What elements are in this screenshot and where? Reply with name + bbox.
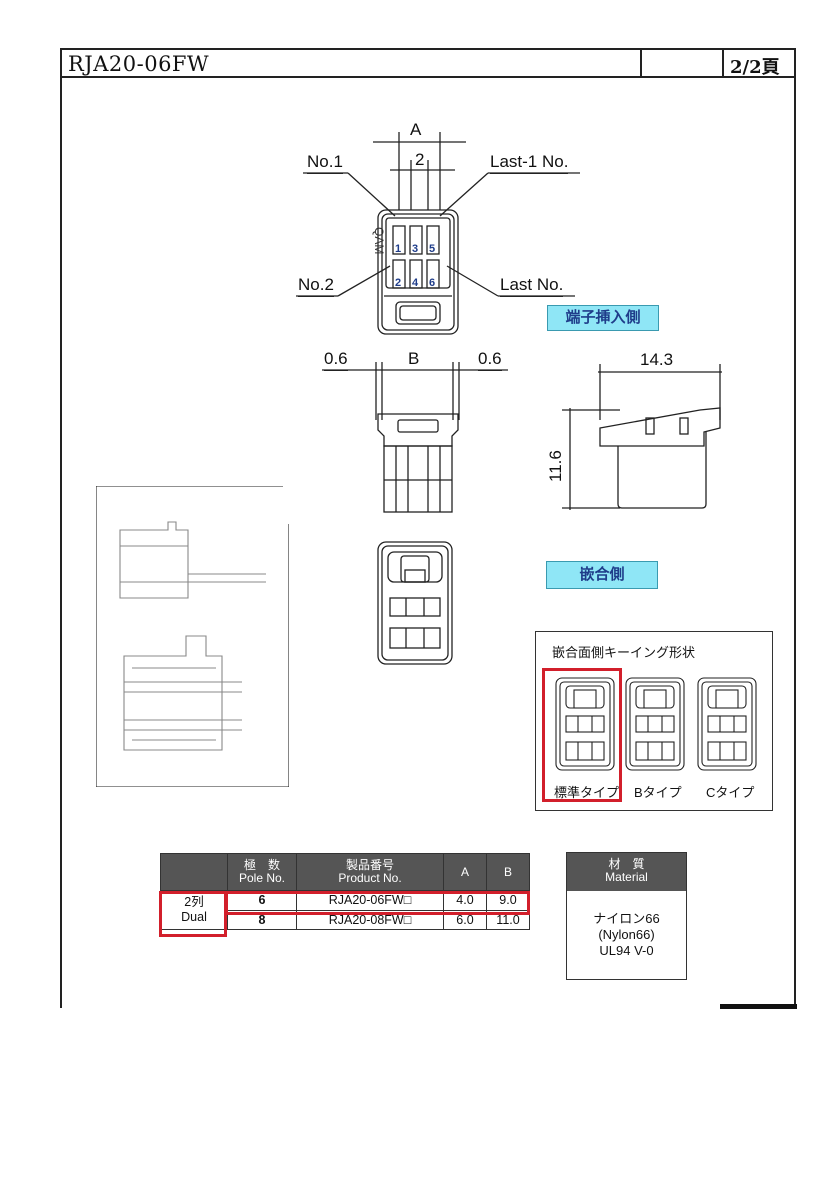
material-line: ナイロン66 — [593, 911, 660, 926]
dim-height: 11.6 — [546, 450, 565, 482]
cross-section-inset — [96, 486, 289, 787]
callout-no1: No.1 — [307, 152, 343, 174]
keying-type-b: Bタイプ — [634, 785, 682, 800]
material-line: (Nylon66) — [598, 927, 655, 942]
pin-number: 5 — [429, 243, 435, 255]
pin-number: 2 — [395, 277, 401, 289]
badge-mating-side: 嵌合側 — [546, 561, 658, 589]
dim-pitch: 2 — [415, 150, 425, 169]
title-divider — [722, 50, 724, 76]
pin-number: 3 — [412, 243, 418, 255]
title-block: RJA20-06FW 2/2頁 — [60, 48, 796, 78]
keying-panel: 嵌合面側キーイング形状 — [535, 631, 773, 811]
material-line: UL94 V-0 — [599, 943, 654, 958]
frame-bottom-bar — [720, 1004, 797, 1009]
title-divider — [640, 50, 642, 76]
keying-drawings — [555, 677, 757, 771]
callout-last-minus-1: Last-1 No. — [490, 152, 569, 174]
a-cell: 4.0 — [443, 890, 487, 911]
housing-marking: QAM — [372, 227, 386, 254]
badge-terminal-side: 端子挿入側 — [547, 305, 659, 331]
product-cell: RJA20-06FW□ — [296, 890, 444, 911]
highlight-selected-row — [225, 891, 530, 915]
material-body: ナイロン66 (Nylon66) UL94 V-0 — [567, 891, 686, 979]
pin-number: 1 — [395, 243, 401, 255]
table-header-b: B — [486, 853, 530, 891]
dim-length: 14.3 — [640, 350, 674, 369]
pin-number: 6 — [429, 277, 435, 289]
dim-gap-left: 0.6 — [324, 349, 348, 371]
dim-gap-right: 0.6 — [478, 349, 502, 371]
highlight-dual-group — [159, 891, 227, 937]
highlight-standard-type — [542, 668, 622, 802]
callout-last: Last No. — [500, 275, 564, 297]
part-number-title: RJA20-06FW — [68, 52, 210, 76]
table-header-empty — [160, 853, 228, 891]
page-number: 2/2頁 — [730, 57, 780, 78]
table-header-a: A — [443, 853, 487, 891]
dim-b: B — [408, 349, 420, 368]
keying-type-c: Cタイプ — [706, 785, 755, 800]
keying-title: 嵌合面側キーイング形状 — [552, 645, 696, 660]
keying-type-standard: 標準タイプ — [554, 785, 620, 800]
pin-number: 4 — [412, 277, 419, 289]
callout-no2: No.2 — [298, 275, 334, 297]
dim-a: A — [410, 120, 422, 139]
